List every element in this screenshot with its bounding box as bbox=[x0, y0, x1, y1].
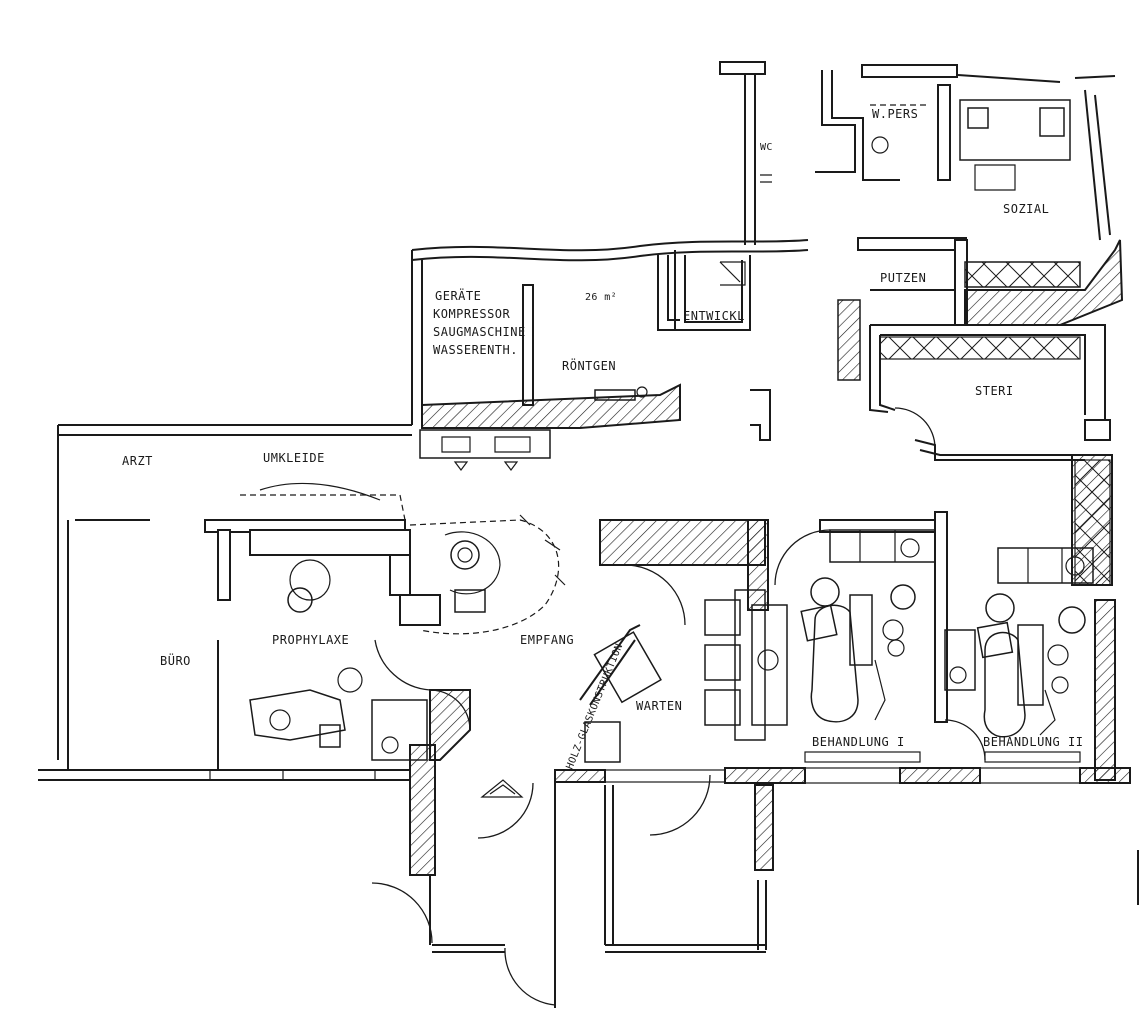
geraete-list: GERÄTE KOMPRESSOR SAUGMASCHINE WASSERENT… bbox=[433, 288, 526, 357]
empfang-area: EMPFANG bbox=[409, 514, 574, 761]
roentgen-block: GERÄTE KOMPRESSOR SAUGMASCHINE WASSERENT… bbox=[411, 239, 809, 471]
label-roentgen-area: 26 m² bbox=[585, 292, 617, 303]
label-wasserenth: WASSERENTH. bbox=[433, 343, 518, 357]
label-putzen: PUTZEN bbox=[880, 271, 926, 285]
label-roentgen: RÖNTGEN bbox=[562, 357, 616, 373]
label-behandlung-1: BEHANDLUNG I bbox=[812, 735, 905, 749]
left-block: ARZT UMKLEIDE BÜRO PROPHYLAXE bbox=[57, 424, 441, 770]
label-buero: BÜRO bbox=[160, 652, 191, 668]
warten-area: HOLZ-GLASKONSTRUKTION WARTEN bbox=[565, 519, 788, 836]
upper-right-block: W.PERS WC SOZIAL bbox=[719, 61, 1116, 245]
label-glas-konstruktion: HOLZ-GLASKONSTRUKTION bbox=[565, 642, 626, 771]
steri-block: PUTZEN STERI bbox=[837, 237, 1124, 461]
south-wall-entrance bbox=[38, 744, 1139, 1008]
label-warten: WARTEN bbox=[636, 699, 682, 713]
label-geraete: GERÄTE bbox=[435, 288, 481, 303]
label-behandlung-2: BEHANDLUNG II bbox=[983, 735, 1083, 749]
label-saugmaschine: SAUGMASCHINE bbox=[433, 325, 526, 339]
label-prophylaxe: PROPHYLAXE bbox=[272, 633, 349, 647]
label-sozial: SOZIAL bbox=[1003, 202, 1049, 216]
label-entwickl: ENTWICKL bbox=[683, 309, 745, 323]
label-arzt: ARZT bbox=[122, 454, 153, 468]
label-wpers: W.PERS bbox=[872, 107, 918, 121]
label-empfang: EMPFANG bbox=[520, 633, 574, 647]
label-steri: STERI bbox=[975, 384, 1014, 398]
label-umkleide: UMKLEIDE bbox=[263, 451, 325, 465]
behandlung-block: BEHANDLUNG I BEHANDLUNG II bbox=[774, 454, 1116, 781]
label-wc: WC bbox=[760, 142, 773, 153]
label-kompressor: KOMPRESSOR bbox=[433, 307, 511, 321]
